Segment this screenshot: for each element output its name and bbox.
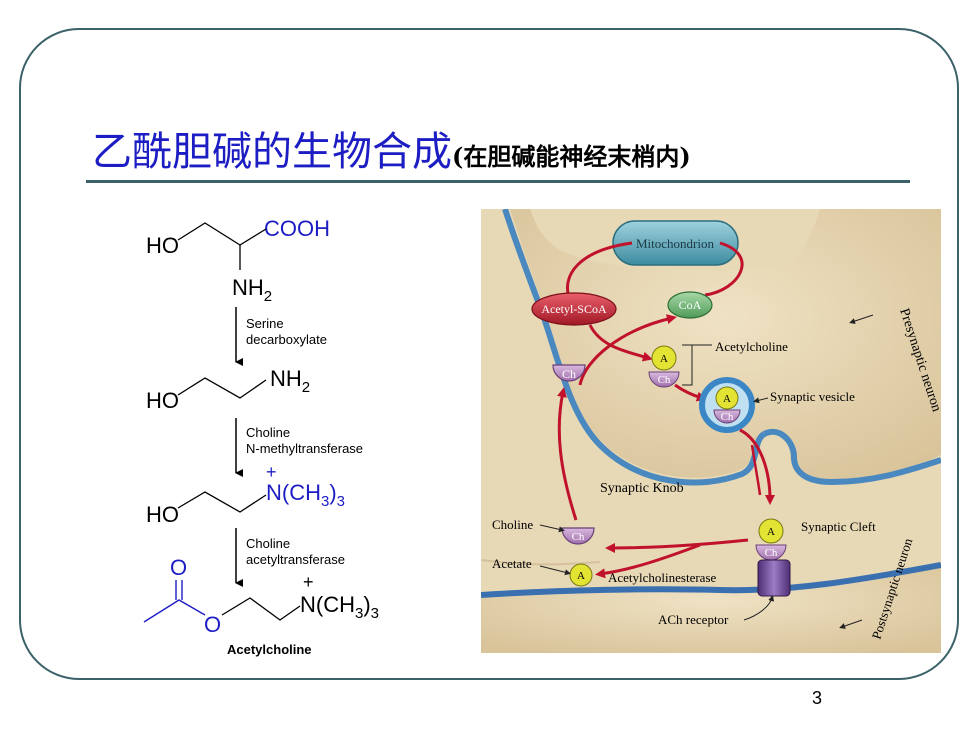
label-ch-ach: Ch xyxy=(658,374,671,386)
slide-title: 乙酰胆碱的生物合成(在胆碱能神经末梢内) xyxy=(92,122,691,187)
label-ch-cleft-ach: Ch xyxy=(765,547,778,559)
acetylcholine-name: Acetylcholine xyxy=(227,642,312,657)
acetylcholine-charge: + xyxy=(303,572,314,592)
label-acetylcholinesterase: Acetylcholinesterase xyxy=(608,570,717,585)
label-synaptic-knob: Synaptic Knob xyxy=(600,481,684,496)
label-a-acetate: A xyxy=(577,570,585,582)
label-ch-vesicle: Ch xyxy=(721,411,734,423)
label-acetylcholine: Acetylcholine xyxy=(715,339,788,354)
serine-cooh: COOH xyxy=(264,216,330,241)
ethanolamine-ho: HO xyxy=(146,388,179,413)
serine-nh2: NH2 xyxy=(232,275,272,305)
acetylcholine-trimethylammonium: N(CH3)3 xyxy=(300,592,379,622)
title-subtitle: (在胆碱能神经末梢内) xyxy=(452,142,691,171)
label-synaptic-cleft: Synaptic Cleft xyxy=(801,519,876,534)
choline-ho: HO xyxy=(146,502,179,527)
label-mitochondrion: Mitochondrion xyxy=(636,236,714,251)
label-ch-knob: Ch xyxy=(562,367,576,381)
acetylcholine-carbonyl-o: O xyxy=(170,555,187,580)
choline-charge: + xyxy=(266,462,277,482)
label-acetate: Acetate xyxy=(492,556,532,571)
label-ach-receptor: ACh receptor xyxy=(658,612,729,627)
label-a-vesicle: A xyxy=(723,393,731,405)
label-choline: Choline xyxy=(492,517,533,532)
title-underline xyxy=(86,180,910,183)
serine-structure: HO COOH NH2 xyxy=(146,216,330,305)
label-synaptic-vesicle: Synaptic vesicle xyxy=(770,389,855,404)
ethanolamine-nh2: NH2 xyxy=(270,366,310,396)
choline-structure: HO + N(CH3)3 xyxy=(146,462,345,527)
label-a-ach: A xyxy=(660,353,668,365)
label-ch-cleft: Ch xyxy=(572,531,585,543)
label-acetyl-scoa: Acetyl-SCoA xyxy=(541,302,607,316)
acetylcholine-ester-o: O xyxy=(204,612,221,637)
page-number: 3 xyxy=(812,688,823,708)
title-main: 乙酰胆碱的生物合成 xyxy=(92,129,452,175)
label-a-cleft: A xyxy=(767,526,775,538)
ethanolamine-structure: HO NH2 xyxy=(146,366,310,413)
choline-trimethylammonium: N(CH3)3 xyxy=(266,480,345,510)
label-coa: CoA xyxy=(679,298,702,312)
acetylcholine-structure: O O + N(CH3)3 Acetylcholine xyxy=(143,555,379,657)
serine-ho: HO xyxy=(146,233,179,258)
slide-frame xyxy=(19,28,959,680)
